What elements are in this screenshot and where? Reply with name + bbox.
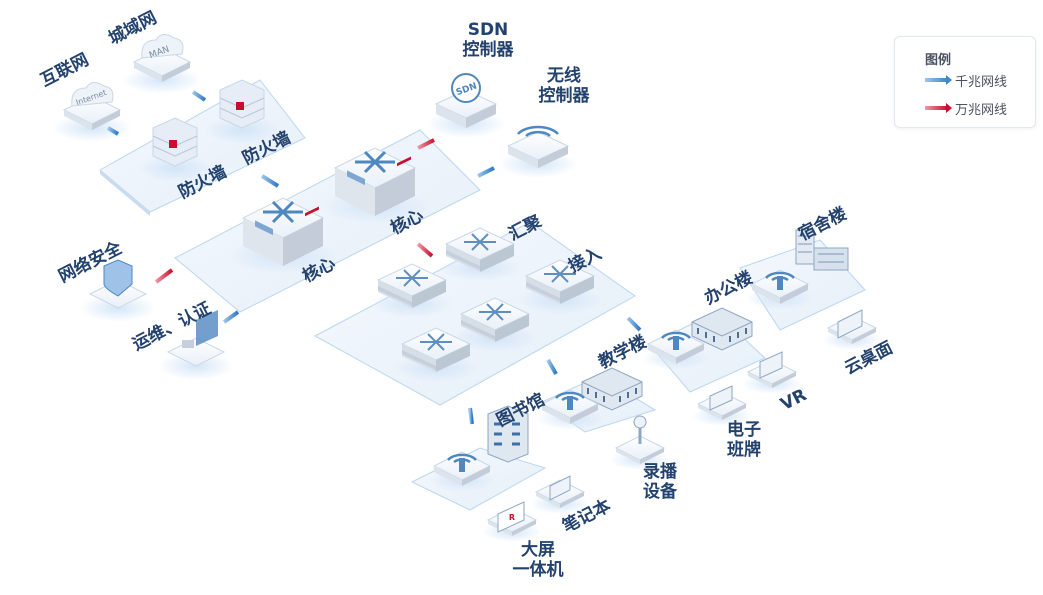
label-recording-line1: 录播 [643,462,677,482]
library-building [487,405,529,463]
bigscreen-terminal: R [481,501,543,543]
label-sdn-line2: 控制器 [462,40,514,60]
gigabit-links [106,90,688,425]
man-cloud-device: MAN [122,34,202,94]
label-recording-line2: 设备 [643,482,677,502]
cloud-desktop-terminal [821,309,883,351]
eboard-terminal [691,385,753,427]
ops-auth-device [158,310,234,380]
legend-gigabit-row: 千兆网线 [925,71,1008,90]
label-bigscreen: 大屏 一体机 [508,540,568,580]
label-sdn-controller: SDN 控制器 [462,20,514,60]
svg-text:R: R [509,513,515,522]
label-wireless-line1: 无线 [547,66,581,86]
legend-gigabit-label: 千兆网线 [955,74,1008,90]
wireless-controller-device [498,125,578,178]
label-eboard: 电子 班牌 [724,420,764,460]
label-wireless-controller: 无线 控制器 [538,66,590,106]
label-recording: 录播 设备 [640,462,680,502]
label-sdn-line1: SDN [467,20,509,40]
red-arrow-icon [925,103,952,113]
blue-arrow-icon [925,75,952,85]
legend: 图例 千兆网线 万兆网线 [894,36,1036,128]
firewall-device-2 [204,79,280,144]
ten-gigabit-links [154,138,435,284]
label-bigscreen-line1: 大屏 [521,540,555,560]
label-wireless-line2: 控制器 [538,86,590,106]
legend-ten-gigabit-row: 万兆网线 [925,99,1008,118]
office-building [691,307,753,351]
label-bigscreen-line2: 一体机 [512,560,564,580]
security-shield-device [80,259,156,322]
sdn-controller-device: SDN [426,73,506,138]
firewall-device-1 [137,117,213,182]
internet-cloud-device: Internet [52,82,132,142]
vr-terminal [741,351,803,395]
laptop-terminal [529,475,591,515]
dormitory-building [795,229,849,271]
label-eboard-line2: 班牌 [727,440,761,460]
legend-title: 图例 [925,53,952,68]
recording-terminal [609,415,671,471]
legend-ten-gigabit-label: 万兆网线 [955,102,1008,118]
label-eboard-line1: 电子 [727,420,761,440]
